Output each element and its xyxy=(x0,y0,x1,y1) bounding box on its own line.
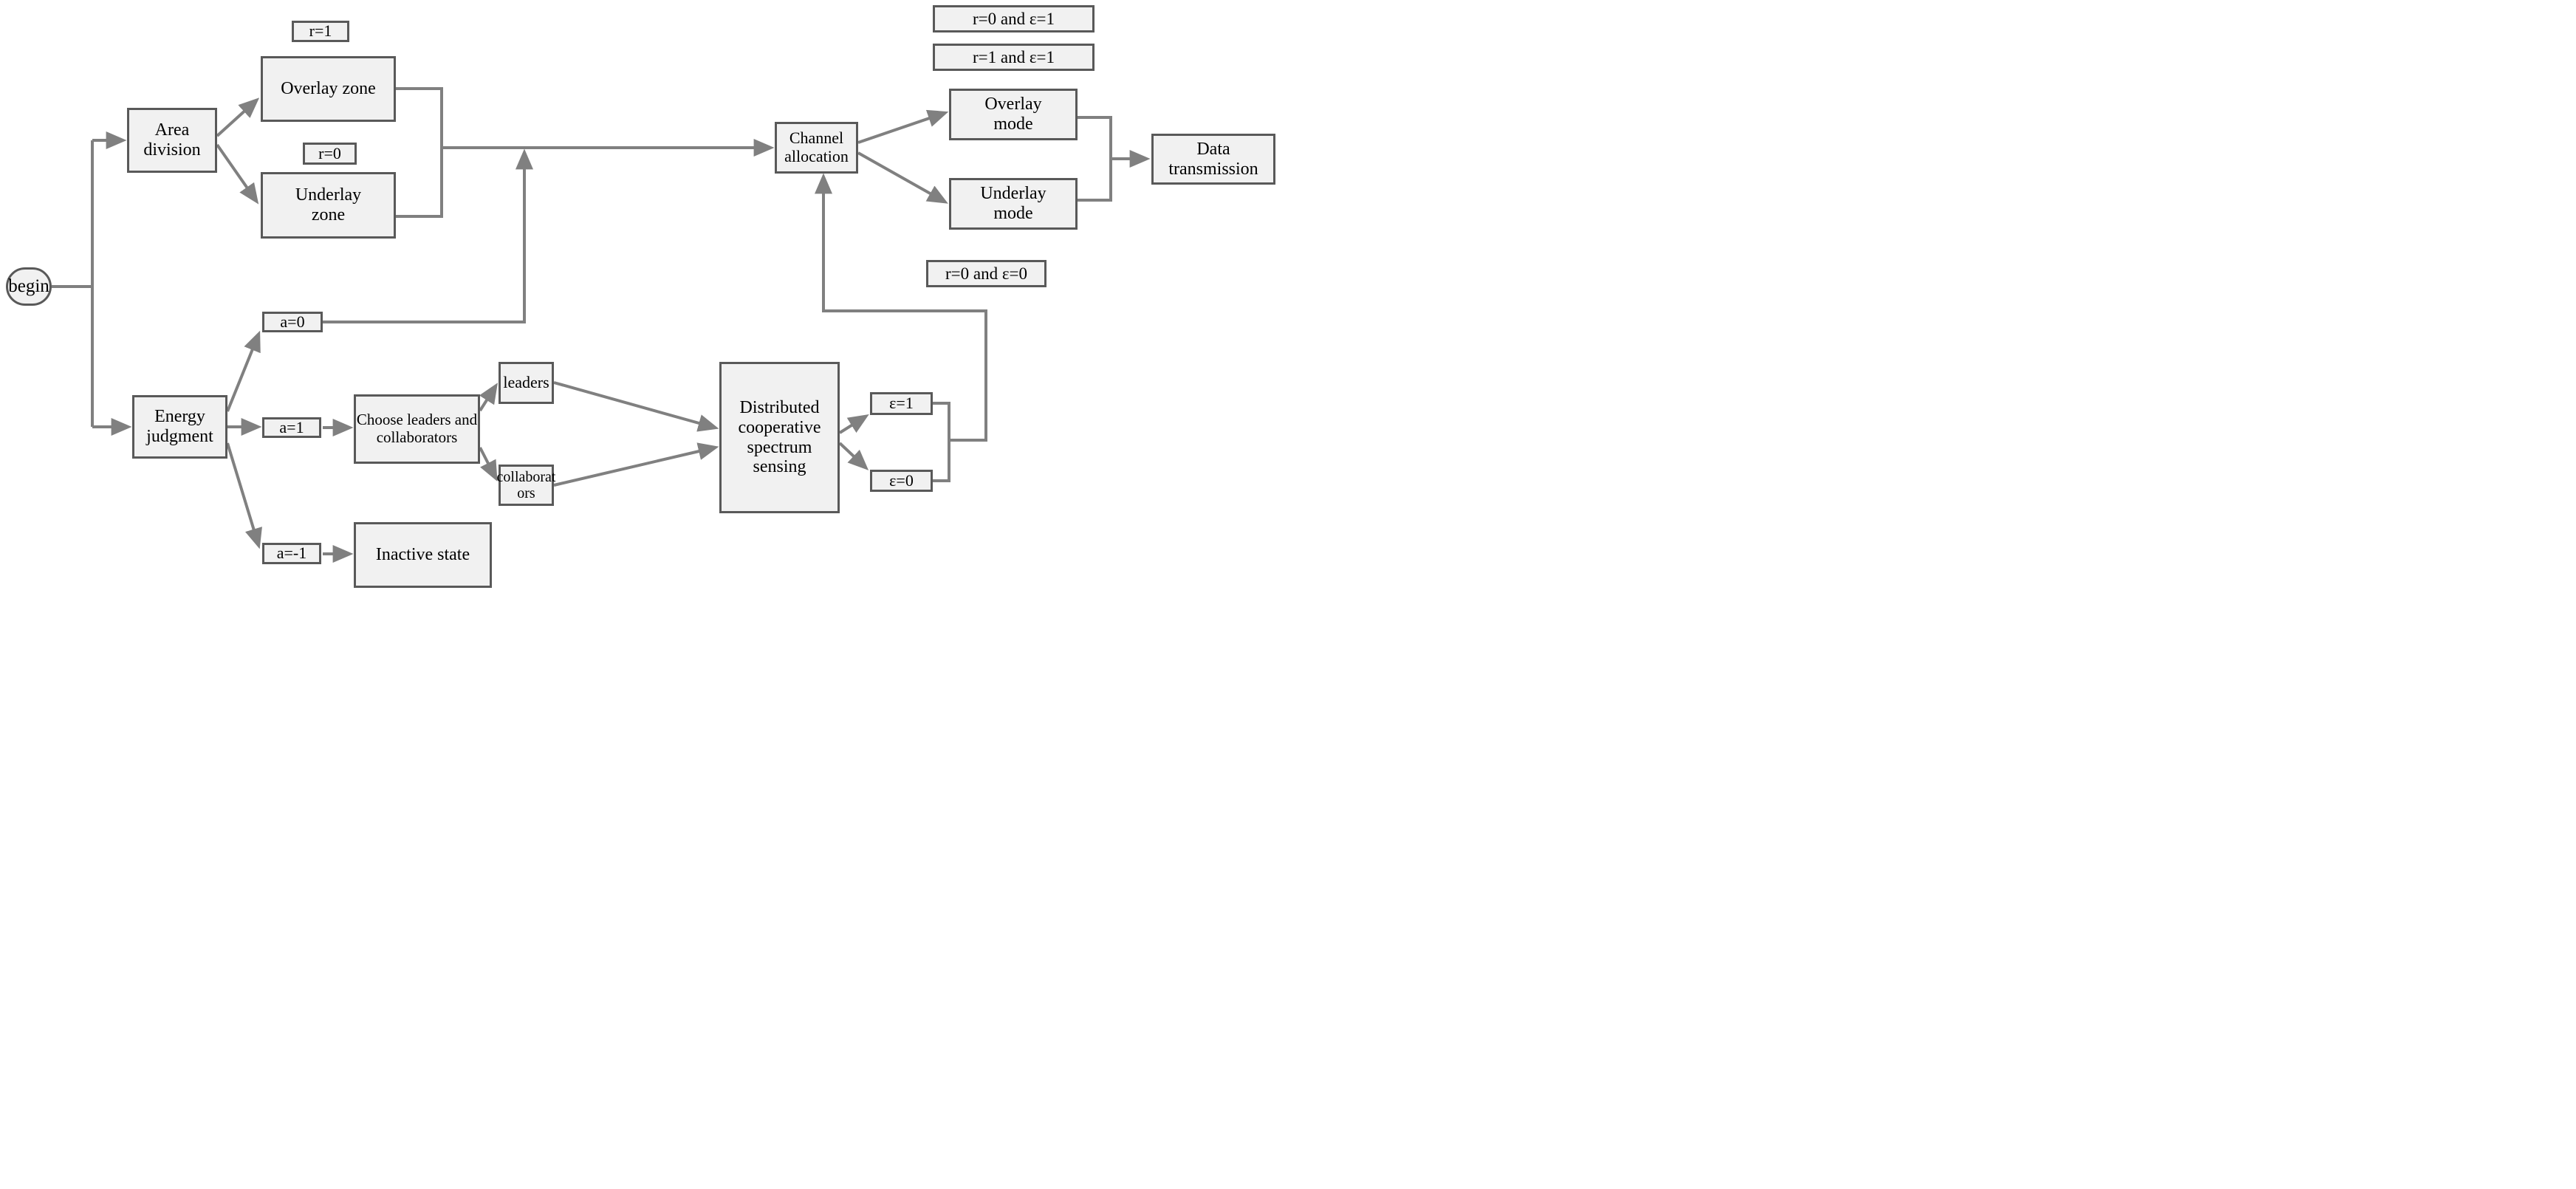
zones-join-bracket xyxy=(396,87,443,218)
modes-join-bracket xyxy=(1078,116,1112,202)
r-equals-0-label-text: r=0 xyxy=(318,143,341,162)
collaborators-to-sensing xyxy=(553,442,719,487)
collaborators-node-text: collaborat xyxy=(496,468,556,485)
underlay-mode-node-text: Underlay xyxy=(980,184,1046,204)
begin-node-text: begin xyxy=(8,276,49,296)
area-division-node-text: Area xyxy=(154,120,190,140)
energy-to-aminus1 xyxy=(226,442,262,549)
overlay-mode-node-text: Overlay xyxy=(984,95,1042,114)
cond-r0-eps0-label: r=0 and ε=0 xyxy=(926,260,1046,287)
spectrum-sensing-node-text: sensing xyxy=(753,457,806,477)
cond-r0-eps1-label: r=0 and ε=1 xyxy=(933,5,1095,32)
channel-allocation-node-text: allocation xyxy=(784,147,849,165)
inactive-state-node: Inactive state xyxy=(354,522,492,588)
r-equals-1-label: r=1 xyxy=(292,21,349,42)
eps-join-bracket xyxy=(933,402,950,482)
choose-leaders-node-text: collaborators xyxy=(376,428,458,446)
area-to-underlay-zone xyxy=(216,143,259,205)
spectrum-sensing-node-text: Distributed xyxy=(739,397,820,417)
choose-to-collaborators xyxy=(479,447,498,482)
overlay-zone-node: Overlay zone xyxy=(261,56,396,122)
underlay-zone-node-text: Underlay xyxy=(295,185,362,205)
cond-r1-eps1-label: r=1 and ε=1 xyxy=(933,44,1095,71)
eps-equals-0-label-text: ε=0 xyxy=(889,470,914,490)
cond-r0-eps1-label-text: r=0 and ε=1 xyxy=(973,9,1055,28)
underlay-mode-node-text: mode xyxy=(993,204,1033,223)
connector-layer xyxy=(52,87,1151,563)
choose-leaders-node-text: Choose leaders and xyxy=(356,411,478,429)
a-equals-minus1-label-text: a=-1 xyxy=(276,544,307,563)
eps-equals-0-label: ε=0 xyxy=(870,470,933,492)
inactive-state-node-text: Inactive state xyxy=(375,545,470,565)
area-to-overlay-zone xyxy=(216,97,260,137)
energy-judgment-node-text: Energy xyxy=(154,407,205,427)
spectrum-sensing-node-text: spectrum xyxy=(747,437,812,457)
cond-r1-eps1-label-text: r=1 and ε=1 xyxy=(973,47,1055,66)
overlay-mode-node-text: mode xyxy=(993,114,1033,134)
a-equals-0-label-text: a=0 xyxy=(280,312,305,331)
begin-node: begin xyxy=(6,267,52,306)
leaders-to-sensing xyxy=(553,381,719,432)
spectrum-sensing-node-text: cooperative xyxy=(738,417,821,437)
eps-equals-1-label: ε=1 xyxy=(870,392,933,415)
cond-r0-eps0-label-text: r=0 and ε=0 xyxy=(945,264,1027,283)
area-division-node-text: division xyxy=(143,140,201,160)
a0-merge-riser xyxy=(323,148,533,323)
eps-equals-1-label-text: ε=1 xyxy=(889,394,914,413)
r-equals-1-label-text: r=1 xyxy=(309,21,332,41)
a-equals-1-label: a=1 xyxy=(262,417,321,438)
channel-to-overlay-mode xyxy=(857,109,949,144)
data-transmission-node-text: transmission xyxy=(1168,159,1258,179)
sensing-to-eps1 xyxy=(838,414,869,434)
energy-to-a0 xyxy=(226,330,261,412)
a-equals-1-label-text: a=1 xyxy=(279,417,304,436)
energy-judgment-node-text: judgment xyxy=(146,427,213,446)
leaders-node-text: leaders xyxy=(503,373,549,392)
a-equals-0-label: a=0 xyxy=(262,312,323,332)
channel-to-underlay-mode xyxy=(857,151,948,204)
data-transmission-node-text: Data xyxy=(1196,139,1230,159)
r-equals-0-label: r=0 xyxy=(303,143,357,165)
collaborators-node-text: ors xyxy=(517,485,535,501)
channel-allocation-node-text: Channel xyxy=(789,129,844,148)
underlay-zone-node-text: zone xyxy=(311,205,346,225)
a-equals-minus1-label: a=-1 xyxy=(262,543,321,564)
sensing-to-eps0 xyxy=(838,442,869,470)
choose-to-leaders xyxy=(479,383,499,412)
overlay-zone-node-text: Overlay zone xyxy=(281,79,376,99)
leaders-node: leaders xyxy=(499,362,554,404)
eps-return-to-channel xyxy=(815,173,987,442)
